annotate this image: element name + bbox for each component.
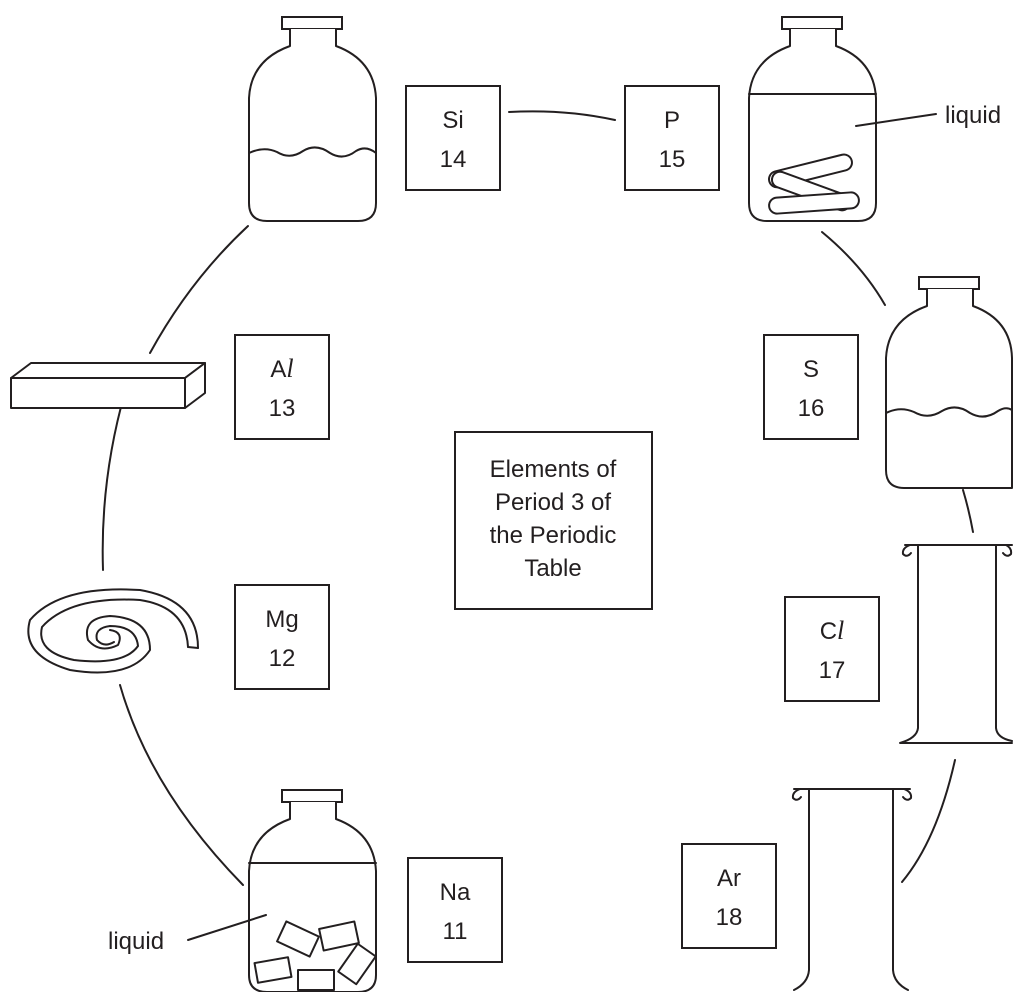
aluminium-bar-icon: [10, 362, 206, 409]
powder-surface: [885, 406, 1013, 418]
connector-cl-ar: [901, 759, 956, 883]
chlorine-gas-jar-icon: [899, 544, 1013, 744]
powder-surface: [248, 146, 377, 158]
phosphorus-jar-icon: [748, 16, 937, 222]
element-number: 11: [443, 918, 468, 945]
element-box-ar: Ar 18: [681, 843, 777, 949]
element-box-si: Si 14: [405, 85, 501, 191]
element-number: 18: [716, 904, 743, 931]
element-number: 14: [440, 146, 467, 173]
phosphorus-liquid-pointer: [855, 113, 937, 127]
title-line-2: Period 3 of: [495, 489, 611, 516]
phosphorus-liquid-label: liquid: [945, 102, 1001, 129]
argon-gas-jar-icon: [791, 788, 913, 991]
element-symbol: Mg: [265, 606, 298, 633]
connector-p-s: [821, 231, 886, 306]
jar-body: [248, 29, 377, 222]
title-line-4: Table: [524, 555, 581, 582]
magnesium-ribbon-icon: [27, 588, 199, 674]
element-box-s: S 16: [763, 334, 859, 440]
element-symbol: Ar: [717, 865, 741, 892]
element-symbol: Al: [270, 354, 293, 383]
sodium-jar-icon: [187, 789, 377, 992]
element-symbol: Na: [440, 879, 471, 906]
title-line-1: Elements of: [490, 456, 617, 483]
element-symbol: P: [664, 107, 680, 134]
jar-lid: [281, 16, 343, 30]
sodium-pieces: [253, 920, 377, 991]
connector-s-cl: [962, 489, 974, 533]
element-number: 17: [819, 657, 846, 684]
sulfur-jar-icon: [885, 276, 1013, 489]
element-box-mg: Mg 12: [234, 584, 330, 690]
element-symbol: Si: [442, 107, 463, 134]
connector-mg-al: [101, 391, 126, 571]
silicon-jar-icon: [248, 16, 377, 222]
connector-lines: [101, 110, 974, 886]
connector-na-mg: [119, 684, 244, 886]
element-number: 15: [659, 146, 686, 173]
element-symbol: Cl: [820, 616, 845, 645]
sodium-liquid-label: liquid: [108, 928, 164, 955]
element-box-al: Al 13: [234, 334, 330, 440]
element-number: 16: [798, 395, 825, 422]
sodium-liquid-pointer: [187, 914, 267, 941]
element-box-na: Na 11: [407, 857, 503, 963]
title-line-3: the Periodic: [490, 522, 617, 549]
element-box-cl: Cl 17: [784, 596, 880, 702]
connector-al-si: [149, 225, 249, 354]
element-number: 12: [269, 645, 296, 672]
connector-si-p: [508, 110, 616, 121]
element-number: 13: [269, 395, 296, 422]
title-box: Elements of Period 3 of the Periodic Tab…: [454, 431, 653, 610]
phosphorus-sticks: [768, 153, 860, 215]
element-symbol: S: [803, 356, 819, 383]
element-box-p: P 15: [624, 85, 720, 191]
